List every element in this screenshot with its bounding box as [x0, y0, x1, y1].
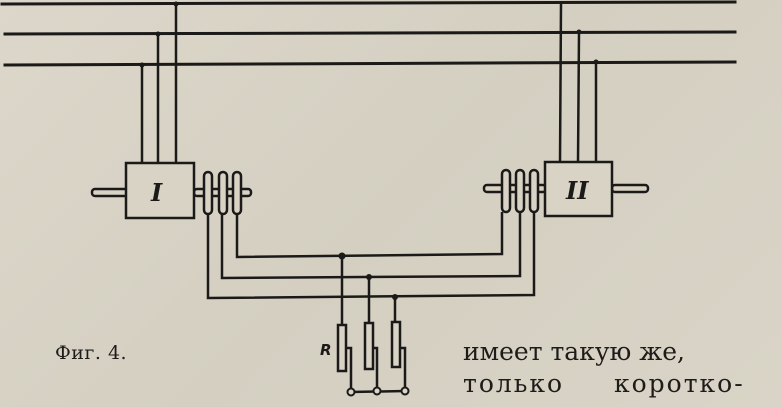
slider-1: [346, 346, 353, 392]
supply-bus: [0, 0, 737, 67]
rotor-wire-middle: [220, 212, 522, 280]
shaft-left: [90, 187, 130, 198]
terminal: [372, 386, 382, 396]
resistor-label: R: [320, 341, 332, 359]
resistor-2: [363, 321, 375, 371]
junction: [155, 31, 161, 37]
machine-1-housing: [124, 161, 196, 220]
lead-2a: [558, 2, 563, 163]
bus-line-3: [3, 60, 737, 67]
body-text: имеет такую же, только коротко-: [463, 336, 782, 400]
junction: [576, 29, 582, 35]
machine-2-leads: [558, 2, 599, 163]
junction: [593, 59, 599, 65]
resistor-bank: R: [320, 256, 410, 397]
machine-1-leads: [139, 1, 179, 163]
slip-ring: [514, 168, 526, 214]
slip-ring: [202, 170, 214, 216]
slider-3: [400, 346, 407, 391]
slip-ring: [500, 168, 512, 214]
machine-2-housing: [543, 160, 614, 218]
machine-1-label: I: [150, 178, 163, 207]
text-line-1: имеет такую же,: [463, 337, 685, 366]
machine-2: II: [482, 160, 650, 218]
junction: [139, 62, 145, 68]
machine-1: I: [90, 161, 253, 220]
slider-2: [373, 346, 379, 391]
terminal: [400, 386, 410, 396]
lead-2b: [576, 31, 581, 163]
slip-ring: [231, 170, 243, 216]
rotor-wire-inner: [235, 212, 504, 259]
rotor-wire-outer: [206, 212, 536, 300]
junction: [173, 1, 179, 7]
slip-ring: [528, 168, 540, 214]
shaft-right: [610, 183, 650, 194]
terminal: [346, 387, 356, 397]
slip-ring: [217, 170, 229, 216]
bus-line-2: [3, 30, 737, 36]
figure-caption: Фиг. 4.: [55, 342, 128, 364]
resistor-3: [390, 320, 402, 369]
rotor-interconnect: [206, 212, 536, 300]
machine-2-label: II: [565, 176, 589, 205]
resistor-1: [336, 323, 348, 373]
text-line-2: только коротко-: [463, 369, 745, 398]
bus-line-1: [0, 0, 737, 6]
